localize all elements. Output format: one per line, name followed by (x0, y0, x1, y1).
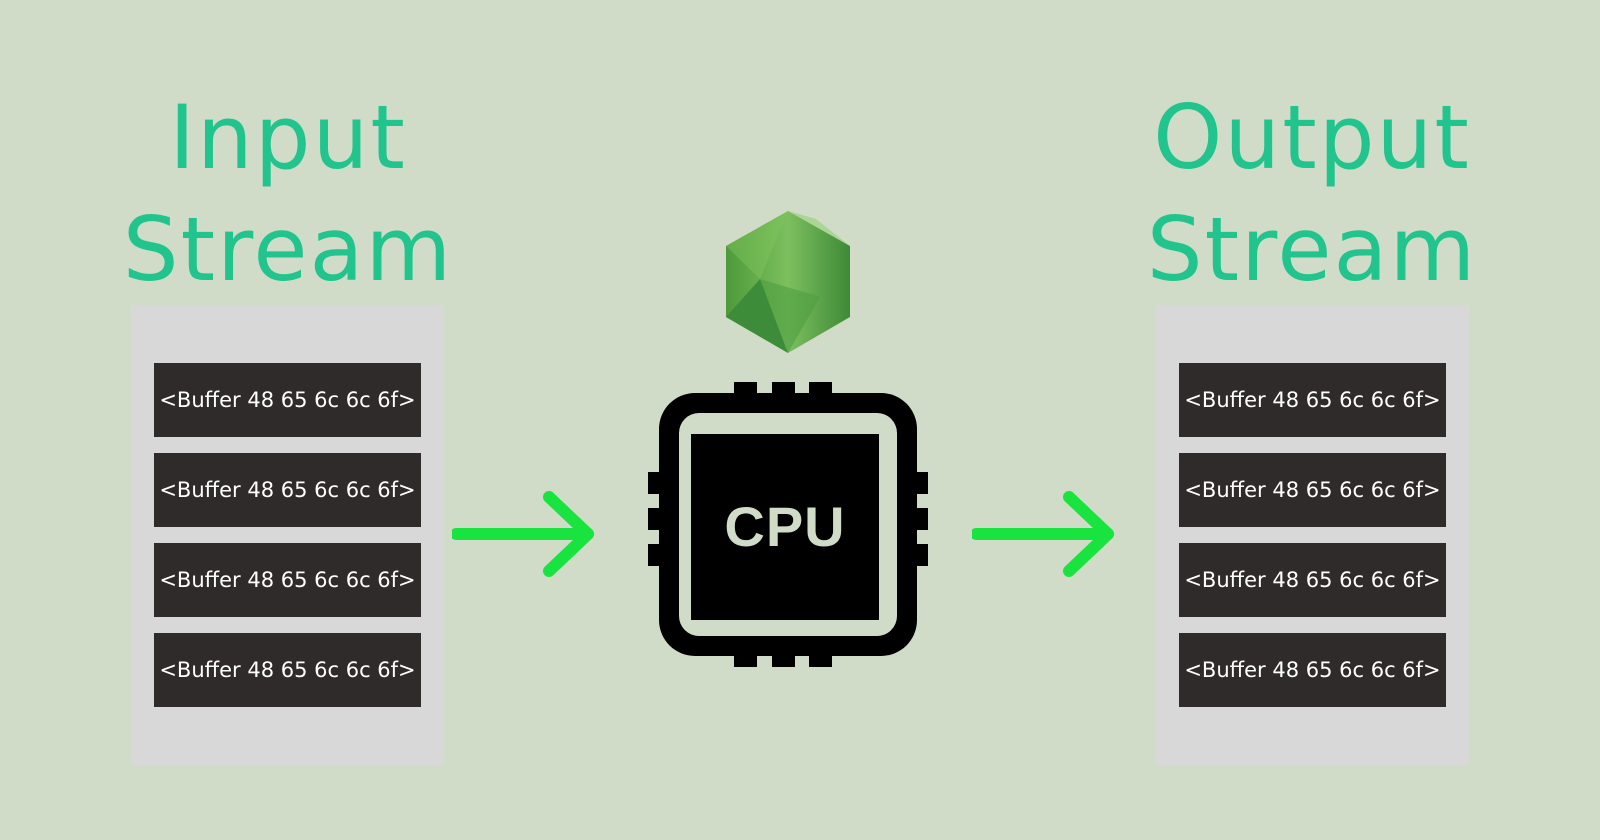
input-title-line2: Stream (122, 198, 454, 301)
arrow-right-icon (452, 491, 594, 577)
output-title-line2: Stream (1146, 198, 1478, 301)
input-buffer-chunk: <Buffer 48 65 6c 6c 6f> (154, 633, 421, 707)
output-buffer-list: <Buffer 48 65 6c 6c 6f> <Buffer 48 65 6c… (1179, 363, 1446, 723)
output-buffer-chunk: <Buffer 48 65 6c 6c 6f> (1179, 543, 1446, 617)
cpu-label: CPU (724, 495, 846, 558)
input-buffer-chunk: <Buffer 48 65 6c 6c 6f> (154, 543, 421, 617)
input-stream-title: Input Stream (108, 82, 468, 306)
output-stream-panel: <Buffer 48 65 6c 6c 6f> <Buffer 48 65 6c… (1156, 305, 1469, 765)
output-buffer-chunk: <Buffer 48 65 6c 6c 6f> (1179, 453, 1446, 527)
arrow-right-icon (972, 491, 1114, 577)
input-title-line1: Input (169, 86, 407, 189)
output-buffer-chunk: <Buffer 48 65 6c 6c 6f> (1179, 633, 1446, 707)
input-buffer-list: <Buffer 48 65 6c 6c 6f> <Buffer 48 65 6c… (154, 363, 421, 723)
output-stream-title: Output Stream (1132, 82, 1492, 306)
input-buffer-chunk: <Buffer 48 65 6c 6c 6f> (154, 363, 421, 437)
input-stream-panel: <Buffer 48 65 6c 6c 6f> <Buffer 48 65 6c… (131, 305, 444, 765)
output-buffer-chunk: <Buffer 48 65 6c 6c 6f> (1179, 363, 1446, 437)
cpu-chip-icon (648, 382, 928, 667)
input-buffer-chunk: <Buffer 48 65 6c 6c 6f> (154, 453, 421, 527)
output-title-line1: Output (1153, 86, 1471, 189)
nodejs-hexagon-icon (726, 211, 850, 353)
